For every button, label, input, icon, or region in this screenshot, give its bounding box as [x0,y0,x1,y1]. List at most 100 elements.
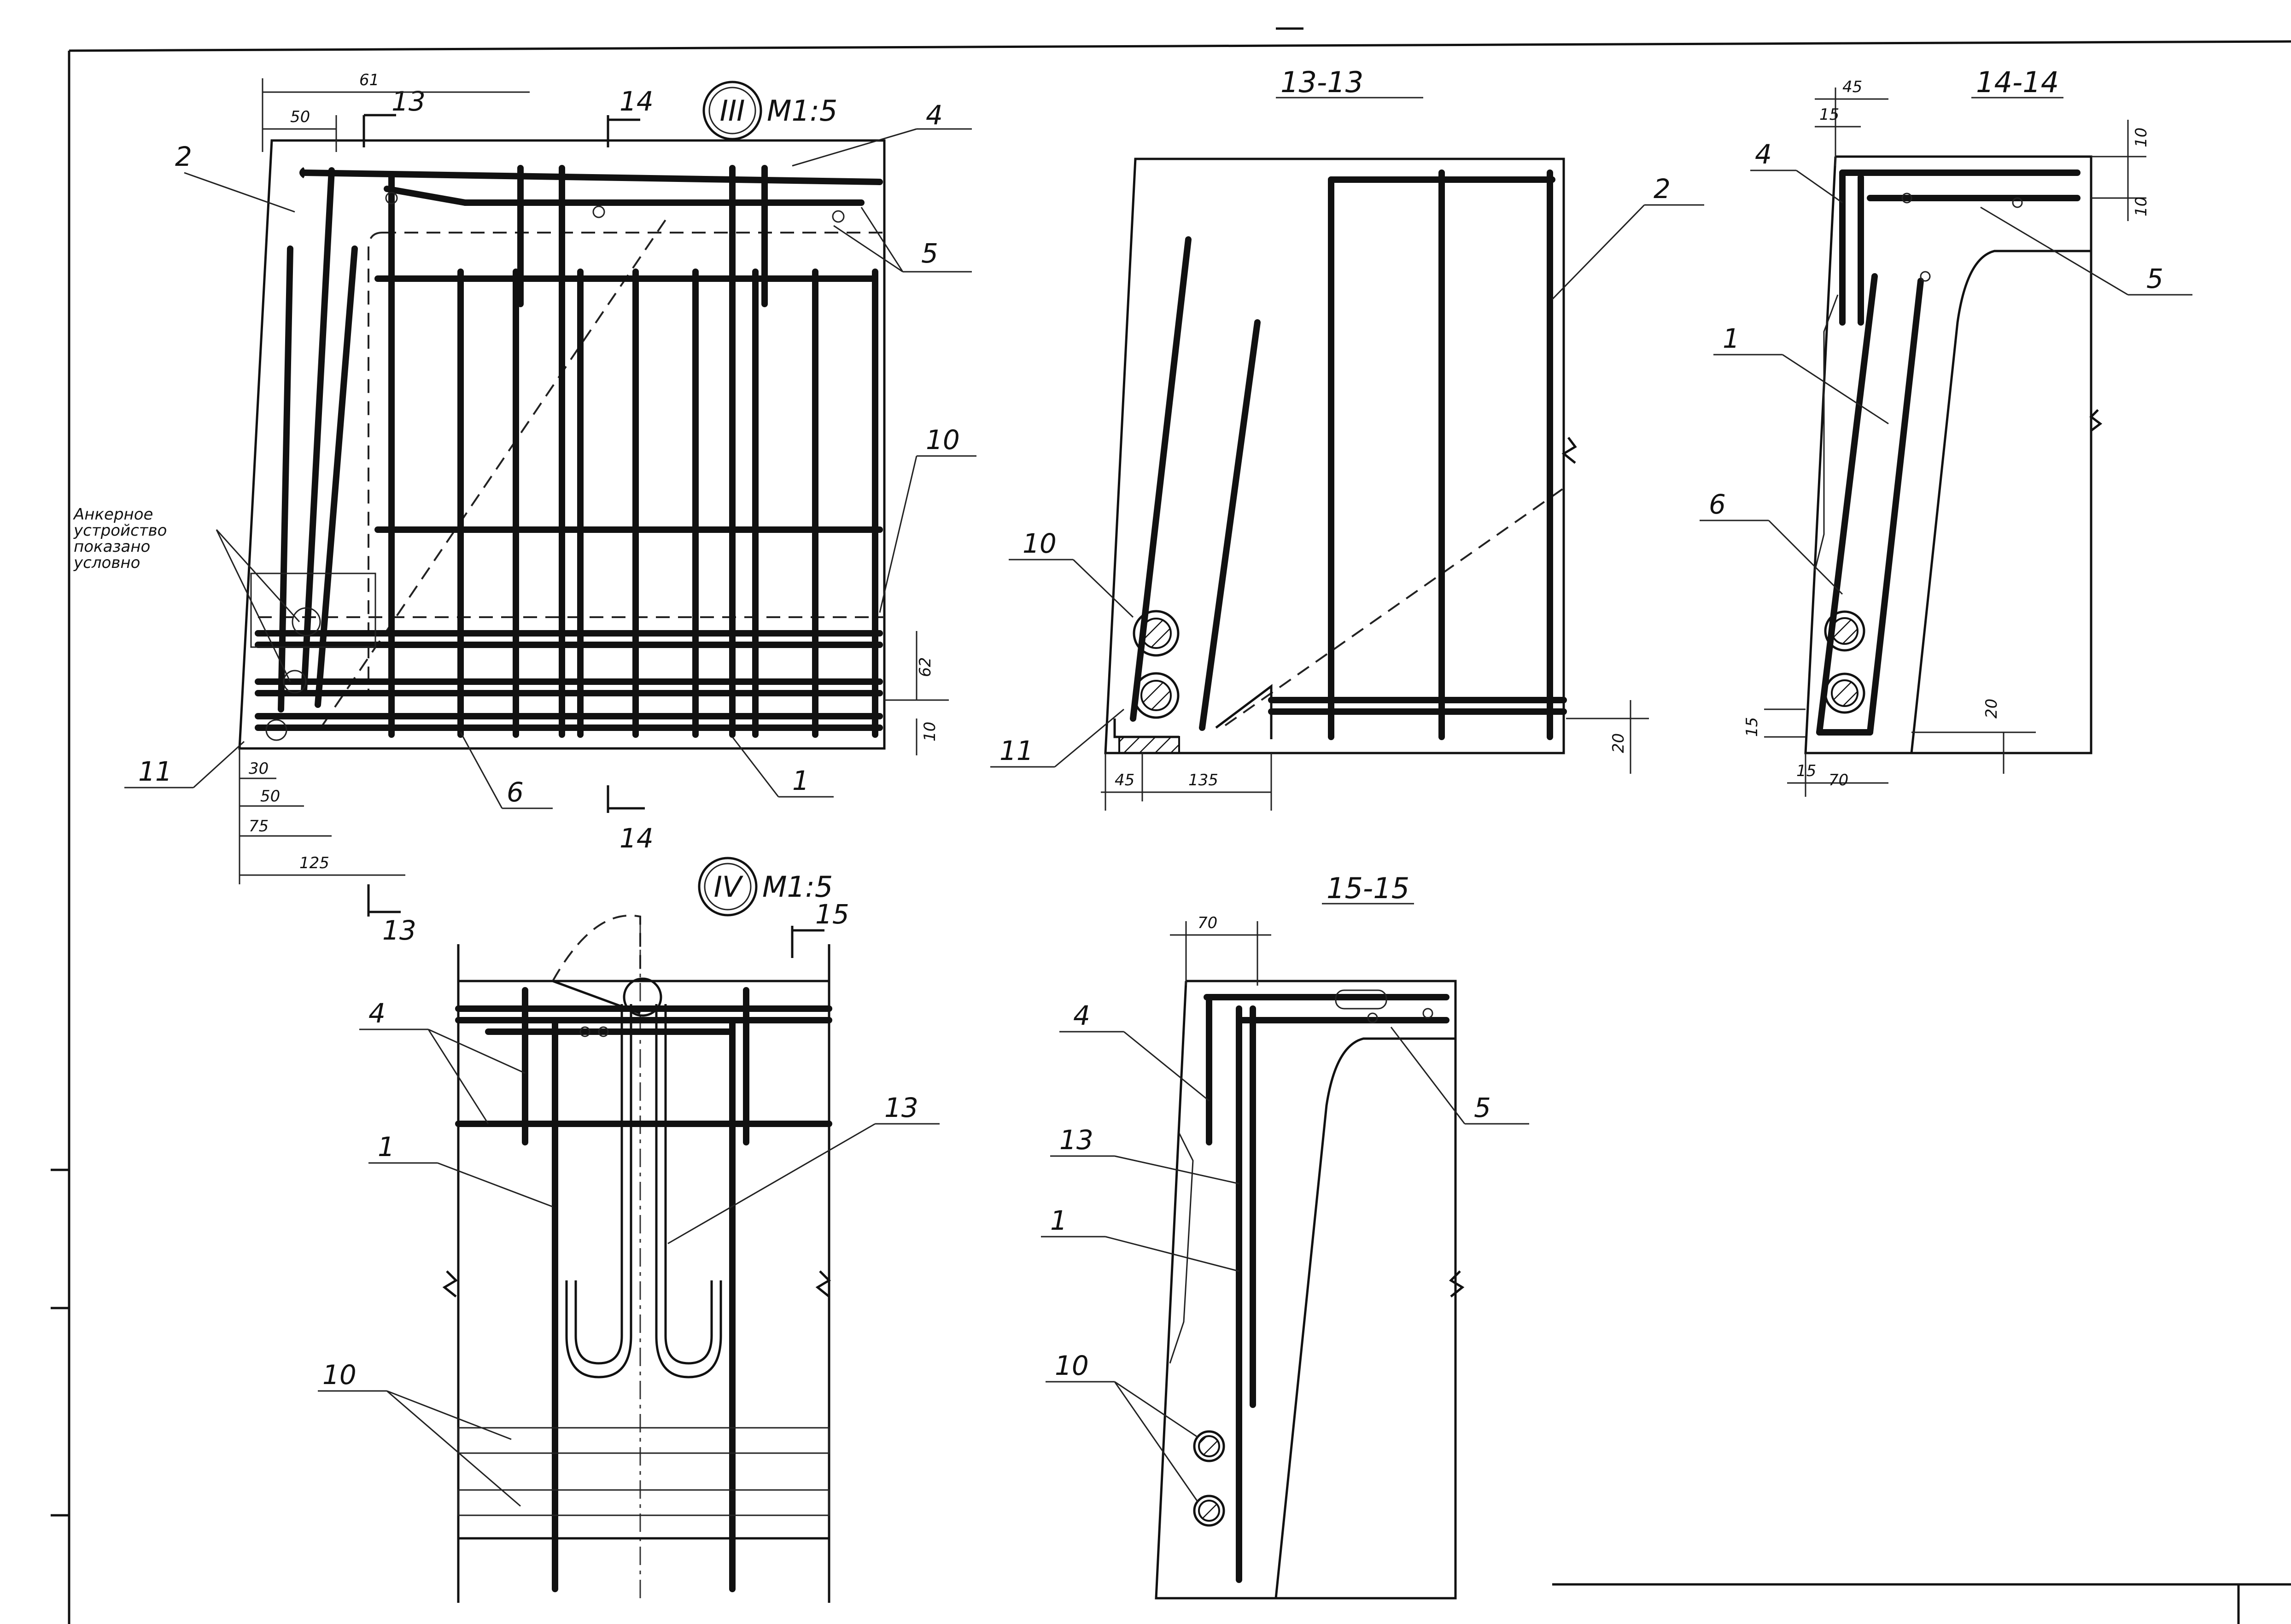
dim-14-15b: 15 [1743,717,1761,737]
callout-15-10: 10 [1055,1350,1089,1381]
callout-iv-10: 10 [322,1359,357,1390]
section-14-14: 14-14 4 [1700,65,2192,797]
section-15-bars [1204,989,1449,1583]
view-iv-bars [455,977,832,1592]
view-iii-section-marks: 13 14 14 13 [362,86,654,946]
view-iv-numeral: IV [714,870,744,904]
dim-iii-61: 61 [359,71,379,89]
note-line-1: Анкерное [73,505,153,524]
view-iv-scale: М1:5 [762,870,833,904]
section-14-title: 14-14 [1976,65,2059,99]
section-13-longitudinal-bars [1133,610,1180,719]
dim-14-10b: 10 [2132,197,2151,216]
callout-14-5: 5 [2146,263,2163,294]
callout-13-11: 11 [999,735,1034,766]
section-14-longitudinal-bars [1824,610,1865,714]
callout-iii-6: 6 [507,777,524,808]
view-iii-concrete-outline [238,139,886,750]
section-15-callouts: 4 13 1 10 5 [1041,1000,1529,1502]
dim-13-20: 20 [1609,733,1628,753]
section-mark-13-bottom: 13 [382,915,416,946]
callout-iv-1: 1 [378,1131,395,1163]
dim-14-10a: 10 [2132,128,2151,147]
dim-14-45: 45 [1842,78,1862,96]
section-15-longitudinal-bars [1193,1430,1225,1527]
section-13-callouts: 2 10 11 [990,173,1704,768]
view-iv-callouts: 4 1 13 10 [318,998,940,1507]
callout-iii-1: 1 [792,765,809,796]
callout-iii-2: 2 [175,141,192,172]
section-15-title: 15-15 [1327,871,1409,905]
section-14-bars [1816,169,2081,736]
section-mark-14-top: 14 [620,86,654,117]
callout-iii-10: 10 [926,424,960,456]
section-mark-15: 15 [815,899,849,930]
dim-iii-50b: 50 [260,787,280,806]
callout-13-10: 10 [1023,528,1057,559]
dim-13-45: 45 [1115,771,1134,789]
view-iii-vertical-bars [388,165,878,738]
callout-iii-5: 5 [921,238,938,269]
view-iv-title: IV М1:5 [698,857,833,917]
dim-iii-30: 30 [249,759,269,778]
note-line-2: устройство [73,521,167,540]
callout-14-1: 1 [1723,323,1740,354]
section-13-13: 13-13 2 [990,65,1704,811]
callout-14-4: 4 [1755,139,1772,170]
sheet-frame [51,27,2291,1624]
section-13-dimensions: 45 135 20 [1101,700,1649,811]
section-14-dimensions: 45 15 10 10 20 15 15 70 [1743,78,2151,797]
dim-15-70: 70 [1198,914,1217,932]
section-15-dimensions: 70 [1170,914,1271,986]
view-iii-anchor-note: Анкерное устройство показано условно [73,505,300,682]
view-iii-top-bars [299,167,883,282]
dim-iii-125: 125 [299,854,329,872]
section-mark-14-bottom: 14 [620,823,654,854]
view-iii-callouts: 2 4 5 10 11 6 1 [124,99,976,809]
dim-iii-50: 50 [290,108,310,126]
section-13-break-mark [1561,437,1577,464]
view-iv-break-right [815,1270,831,1297]
dim-iii-75: 75 [249,817,269,835]
dim-14-70: 70 [1829,771,1848,789]
callout-iii-4: 4 [926,99,943,131]
callout-14-6: 6 [1709,489,1726,520]
view-iii-horizontal-bars [255,526,883,731]
dim-14-15: 15 [1819,105,1839,124]
callout-15-1: 1 [1050,1205,1067,1236]
dim-13-135: 135 [1188,771,1218,789]
callout-iv-4: 4 [368,998,386,1029]
section-13-title: 13-13 [1280,65,1363,99]
section-mark-13-top: 13 [392,86,426,117]
view-iii-inclined-bars [250,167,845,741]
section-14-break-mark [2089,409,2103,432]
view-iv-section-marks: 15 [791,899,849,958]
view-iii-numeral: III [720,94,745,128]
section-13-outline [1104,158,1565,754]
dim-14-15c: 15 [1796,762,1816,780]
view-iii-dimensions: 61 50 62 10 30 50 75 125 [239,71,949,884]
callout-iv-13: 13 [884,1092,918,1123]
section-14-outline [1835,155,2092,754]
section-15-break-mark [1449,1270,1465,1297]
callout-15-13: 13 [1059,1124,1093,1156]
section-13-bearing-plate [1118,736,1180,754]
section-15-outline [1186,980,1457,1600]
callout-iii-11: 11 [138,756,172,787]
view-iv-break-left [442,1270,458,1297]
dim-iii-62: 62 [916,657,935,677]
dim-14-20: 20 [1982,699,2001,719]
view-iv: IV М1:5 [318,857,940,1603]
view-iii: III М1:5 [73,71,976,946]
note-line-4: условно [73,554,140,572]
view-iii-scale: М1:5 [767,94,837,128]
section-14-callouts: 4 5 1 6 [1700,139,2192,595]
dim-iii-10: 10 [921,722,939,742]
section-15-15: 15-15 4 13 [1041,871,1529,1600]
note-line-3: показано [74,537,150,556]
callout-15-5: 5 [1474,1092,1491,1123]
section-13-bars [1113,169,1567,740]
view-iii-title: III М1:5 [702,81,837,140]
callout-13-2: 2 [1654,173,1671,204]
